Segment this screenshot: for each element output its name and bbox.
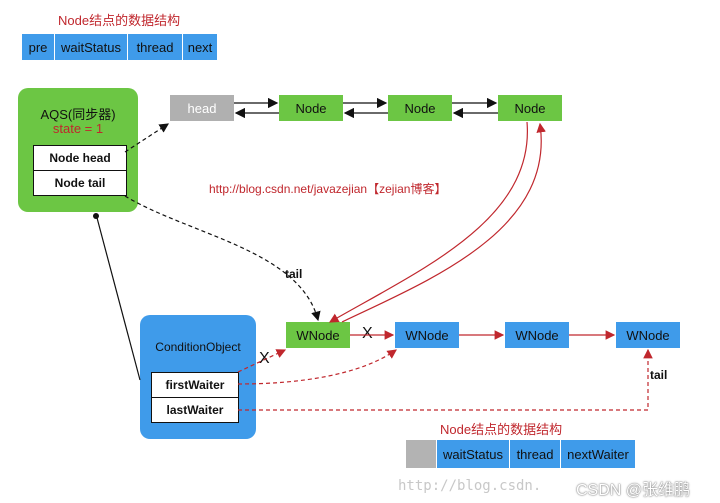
csdn-credit: CSDN @张维鹏 — [576, 482, 691, 499]
sync-node-3: Node — [498, 95, 562, 121]
arrow-lastwaiter — [238, 348, 653, 411]
sync-node-1: Node — [279, 95, 343, 121]
field-waitstatus-2: waitStatus — [437, 440, 510, 468]
field-nextwaiter: nextWaiter — [561, 440, 636, 468]
arrow-condition-to-aqs — [95, 213, 141, 381]
wait-node-3: WNode — [505, 322, 569, 348]
field-thread-2: thread — [510, 440, 561, 468]
last-waiter-field: lastWaiter — [151, 397, 239, 423]
arrow-sync-to-wait — [328, 121, 528, 323]
bottom-struct: waitStatus thread nextWaiter — [406, 440, 636, 468]
top-struct-caption: Node结点的数据结构 — [58, 13, 181, 28]
wait-tail-label: tail — [650, 368, 668, 382]
aqs-node-head: Node head — [33, 145, 127, 171]
arrow-wait-to-sync — [341, 122, 546, 323]
aqs-ref-dot — [93, 213, 99, 219]
field-next: next — [183, 34, 218, 60]
aqs-tail-pointer-label: tail — [285, 267, 303, 281]
condition-object-title: ConditionObject — [155, 340, 241, 354]
aqs-state: state = 1 — [52, 121, 104, 136]
aqs-title: AQS(同步器) — [40, 107, 116, 122]
field-blank — [406, 440, 437, 468]
watermark: http://blog.csdn. — [398, 478, 542, 494]
field-thread: thread — [128, 34, 183, 60]
wait-node-2: WNode — [395, 322, 459, 348]
wait-node-1: WNode — [286, 322, 350, 348]
arrow-aqs-tail-pointer — [124, 195, 321, 322]
wait-node-4: WNode — [616, 322, 680, 348]
field-waitstatus: waitStatus — [55, 34, 128, 60]
aqs-node-tail: Node tail — [33, 170, 127, 196]
url-note: http://blog.csdn.net/javazejian【zejian博客… — [209, 182, 447, 196]
cut-mark-next: X — [362, 325, 373, 342]
sync-node-2: Node — [388, 95, 452, 121]
field-pre: pre — [22, 34, 55, 60]
top-struct: pre waitStatus thread next — [22, 34, 218, 60]
cut-mark-firstwaiter: X — [259, 350, 270, 367]
first-waiter-field: firstWaiter — [151, 372, 239, 398]
sync-head-node: head — [170, 95, 234, 121]
bottom-struct-caption: Node结点的数据结构 — [440, 422, 563, 437]
